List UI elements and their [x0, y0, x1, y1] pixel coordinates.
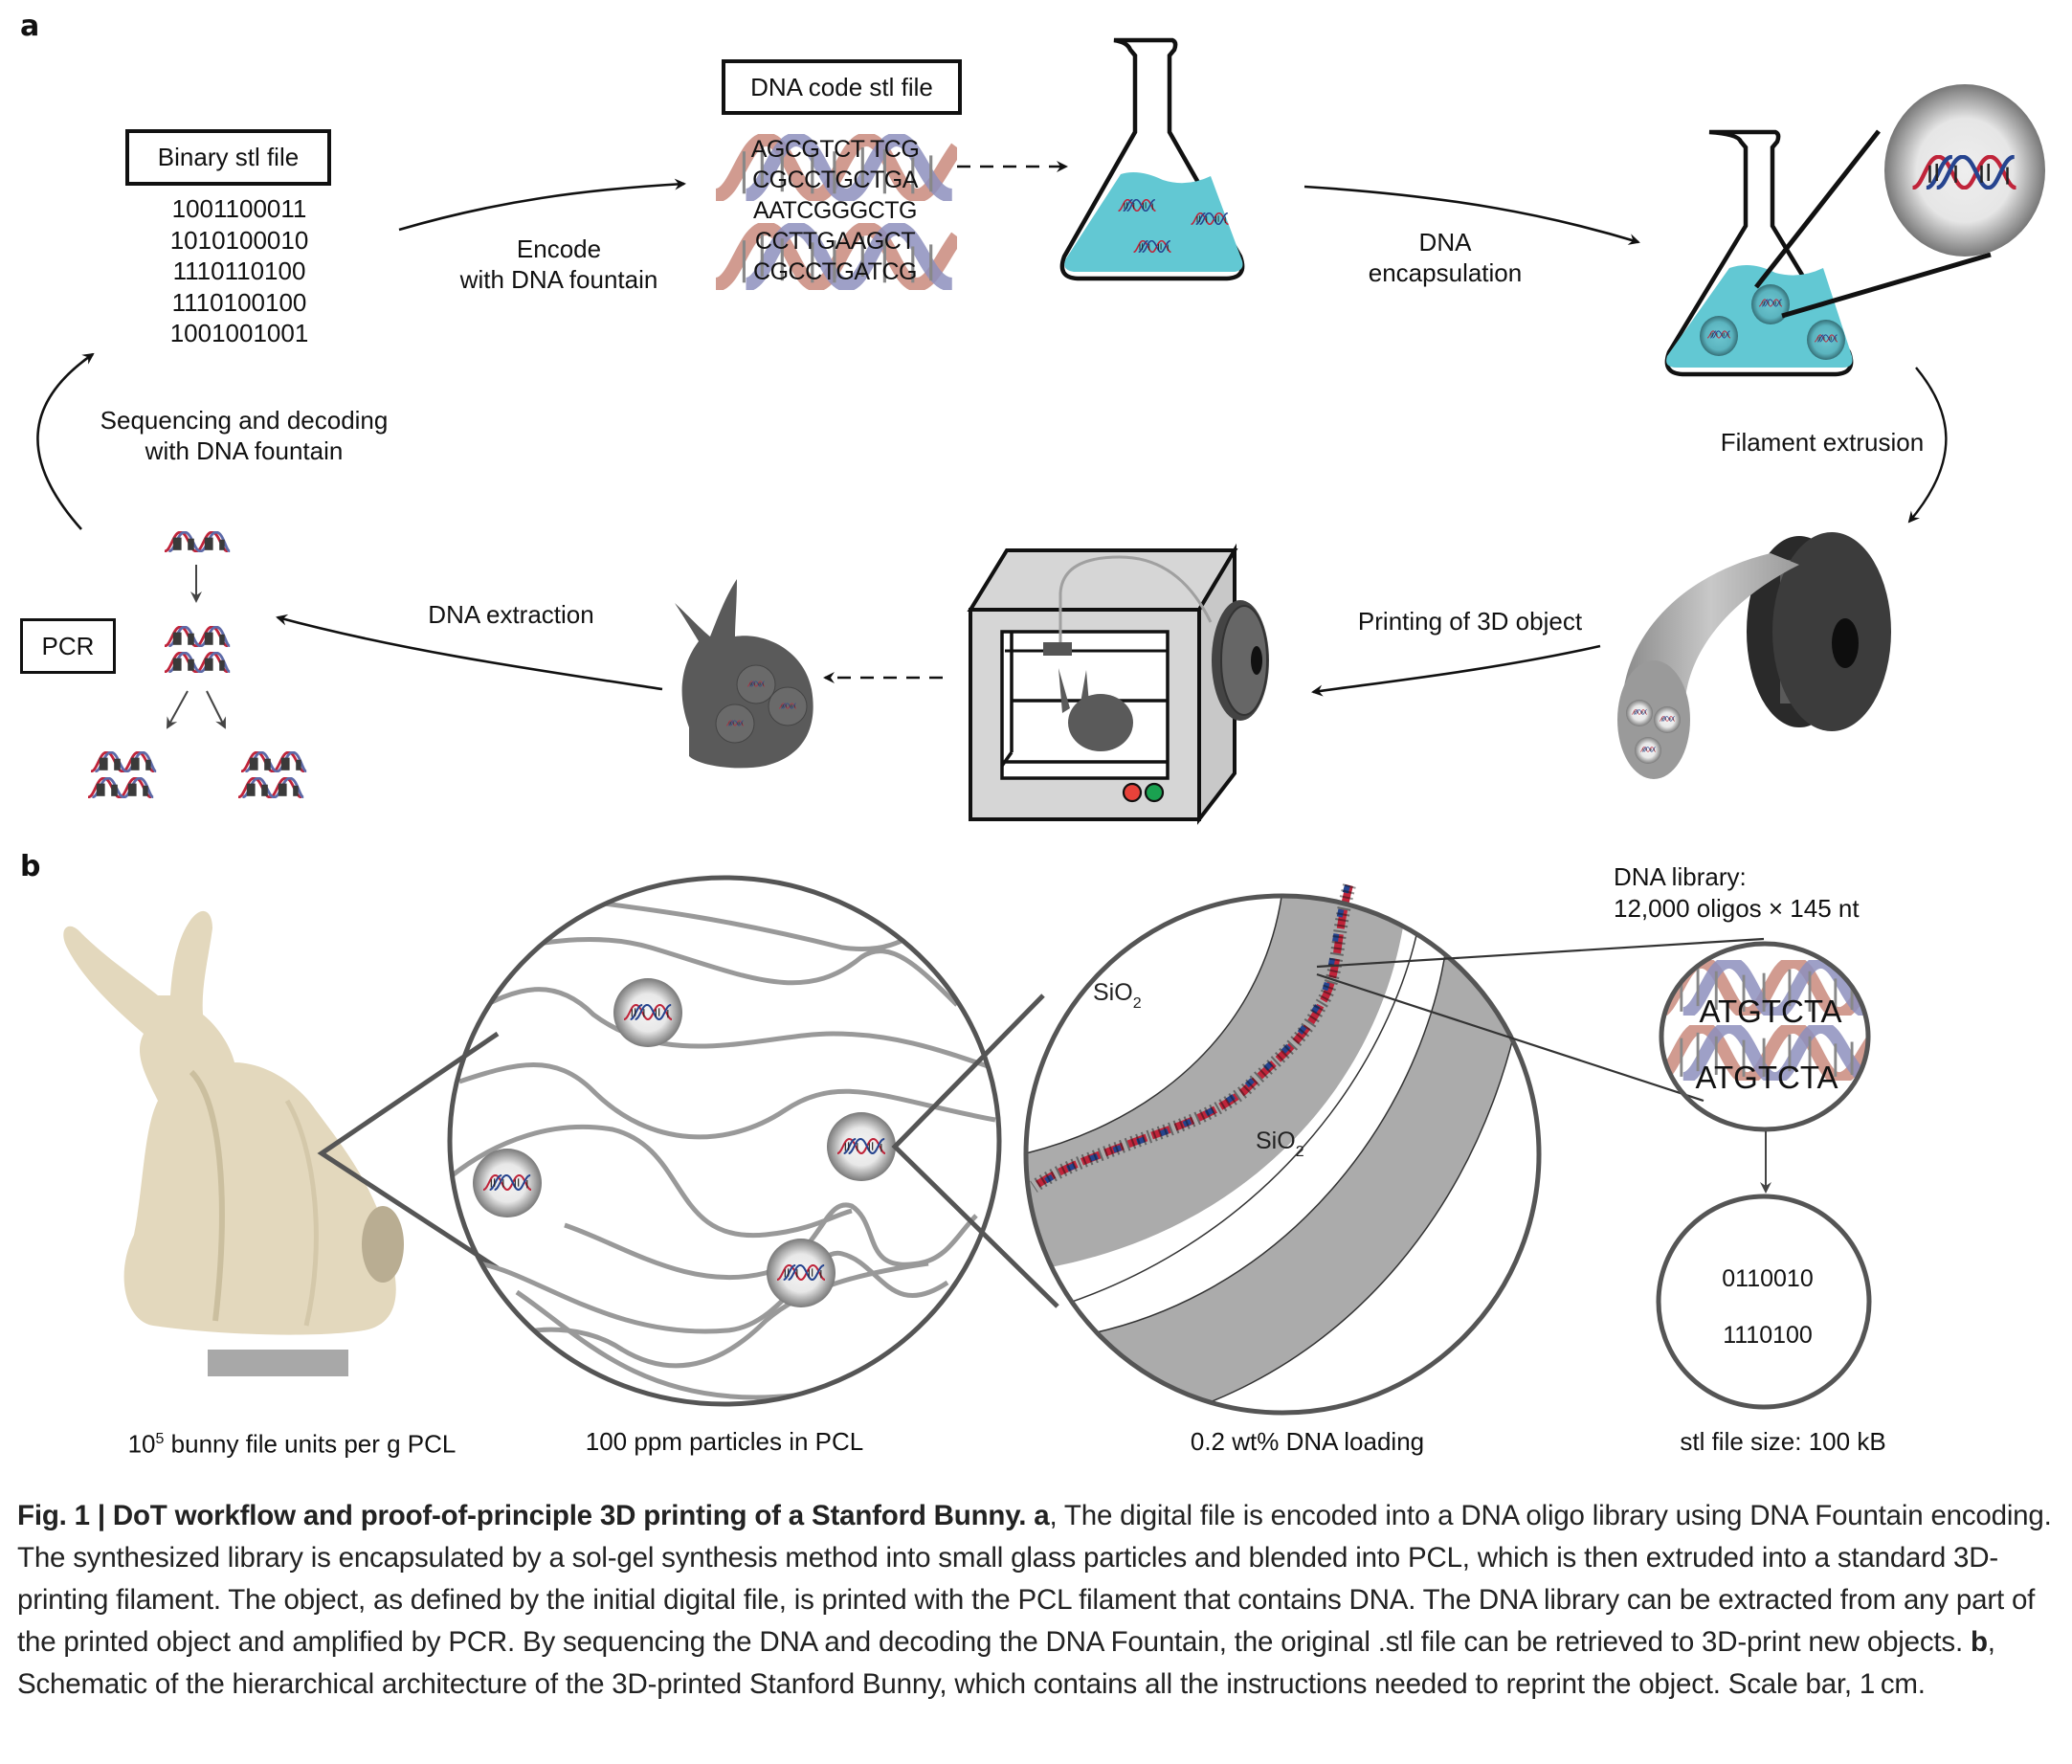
oligo-seq-2: ATGTCTA [1695, 1060, 1838, 1095]
pcr-box: PCR [20, 618, 116, 674]
zoom-line-upper [1316, 937, 1765, 969]
dna-sequence: CGCCTGCTGA [752, 167, 918, 193]
sio2-label-bottom: SiO2 [1256, 1128, 1304, 1160]
extrusion-arrow [1907, 367, 1948, 524]
sequencing-arrow [36, 352, 95, 530]
bits-line-2: 1110100 [1723, 1322, 1813, 1349]
dna-code-box-label: DNA code stl file [750, 72, 933, 101]
caption-particles: 100 ppm particles in PCL [585, 1427, 864, 1456]
dna-sequence: CGCCTGATCG [753, 258, 917, 285]
oligo-seq-1: ATGTCTA [1699, 994, 1841, 1029]
zoom-line-lower [1316, 972, 1704, 1103]
circle-pcl-matrix [447, 875, 1002, 1407]
caption-a-label: a [1034, 1500, 1050, 1531]
circle-dna-library: ATGTCTA ATGTCTA [1659, 941, 1871, 1132]
caption-bunny-units: 105 bunny file units per g PCL [128, 1424, 457, 1460]
panel-b-label: b [20, 850, 41, 883]
sio2-label-top: SiO2 [1093, 979, 1142, 1012]
encapsulation-label-line: encapsulation [1368, 258, 1523, 287]
encode-label-line: Encode [516, 234, 602, 263]
binary-line: 1010100010 [169, 225, 309, 255]
magnified-particle [1884, 84, 2045, 257]
zoom-lines-1 [317, 1031, 500, 1271]
binary-stl-box: Binary stl file [125, 129, 331, 186]
3d-printer [967, 543, 1269, 825]
encode-label-line: with DNA fountain [459, 265, 658, 294]
bunny-units-text: bunny file units per g PCL [164, 1429, 457, 1459]
dna-sequence: CCTTGAAGCT [754, 228, 916, 255]
encapsulation-arrow [1303, 185, 1640, 245]
pcr-box-label: PCR [41, 631, 95, 660]
extraction-arrow [276, 614, 663, 691]
dna-sequences: AGCGTCT TCG CGCCTGCTGA AATCGGGCTG CCTTGA… [737, 134, 933, 287]
bunny-units-base: 10 [127, 1429, 156, 1459]
dna-code-stl-box: DNA code stl file [722, 59, 962, 115]
flask-glass-particles [1664, 84, 2045, 377]
caption-b-text: , Schematic of the hierarchical architec… [17, 1626, 1995, 1700]
bits-line-1: 0110010 [1722, 1265, 1813, 1292]
dna-sequence: AGCGTCT TCG [750, 136, 920, 163]
zoom-lines-2 [891, 994, 1059, 1308]
binary-lines: 1001100011 1010100010 1110110100 1110100… [163, 193, 316, 349]
long-dna-helix [1031, 883, 1353, 1191]
encode-label: Encode with DNA fountain [460, 234, 658, 295]
panel-a-label: a [20, 10, 40, 43]
printing-label: Printing of 3D object [1357, 607, 1583, 636]
circle-binary: 0110010 1110100 [1656, 1194, 1872, 1410]
flask-dna-solution [1059, 37, 1245, 281]
bunny-units-exponent: 5 [155, 1431, 165, 1447]
scale-bar [208, 1350, 348, 1376]
sequencing-label-line: with DNA fountain [145, 436, 344, 465]
encode-arrow [398, 178, 686, 232]
extraction-label: DNA extraction [428, 600, 594, 629]
dna-library-label: DNA library: 12,000 oligos × 145 nt [1614, 861, 1860, 925]
figure-caption: Fig. 1 | DoT workflow and proof-of-princ… [17, 1495, 2065, 1706]
dna-library-label-line: DNA library: [1614, 862, 1747, 891]
printed-bunny-photo [63, 910, 404, 1335]
caption-title: Fig. 1 | DoT workflow and proof-of-princ… [17, 1500, 1027, 1531]
encapsulation-label: DNA encapsulation [1369, 227, 1522, 288]
dna-sequence: AATCGGGCTG [753, 197, 917, 224]
figure-canvas: SiO2 SiO2 ATGTCTA ATGTCTA 0110010 111010… [36, 37, 2045, 1416]
sequencing-label: Sequencing and decoding with DNA fountai… [100, 405, 389, 466]
pcr-dna-cascade [88, 532, 306, 797]
encapsulation-label-line: DNA [1418, 228, 1472, 257]
caption-a-text: , The digital file is encoded into a DNA… [17, 1500, 2052, 1658]
filament-spool [1617, 532, 1891, 779]
binary-line: 1001100011 [171, 194, 307, 223]
binary-line: 1110100100 [171, 287, 307, 317]
caption-b-label: b [1970, 1626, 1988, 1658]
dna-library-label-line: 12,000 oligos × 145 nt [1614, 894, 1860, 923]
printing-arrow [1311, 644, 1601, 697]
sequencing-label-line: Sequencing and decoding [100, 406, 389, 435]
binary-line: 1110110100 [172, 257, 306, 285]
caption-dna-loading: 0.2 wt% DNA loading [1190, 1427, 1425, 1456]
circle-sio2-particle: SiO2 SiO2 [1023, 883, 1542, 1416]
printed-bunny-rendering [675, 579, 813, 769]
caption-file-size: stl file size: 100 kB [1680, 1427, 1886, 1456]
binary-line: 1001001001 [169, 319, 309, 347]
extrusion-label: Filament extrusion [1720, 428, 1925, 457]
binary-stl-box-label: Binary stl file [157, 143, 300, 171]
